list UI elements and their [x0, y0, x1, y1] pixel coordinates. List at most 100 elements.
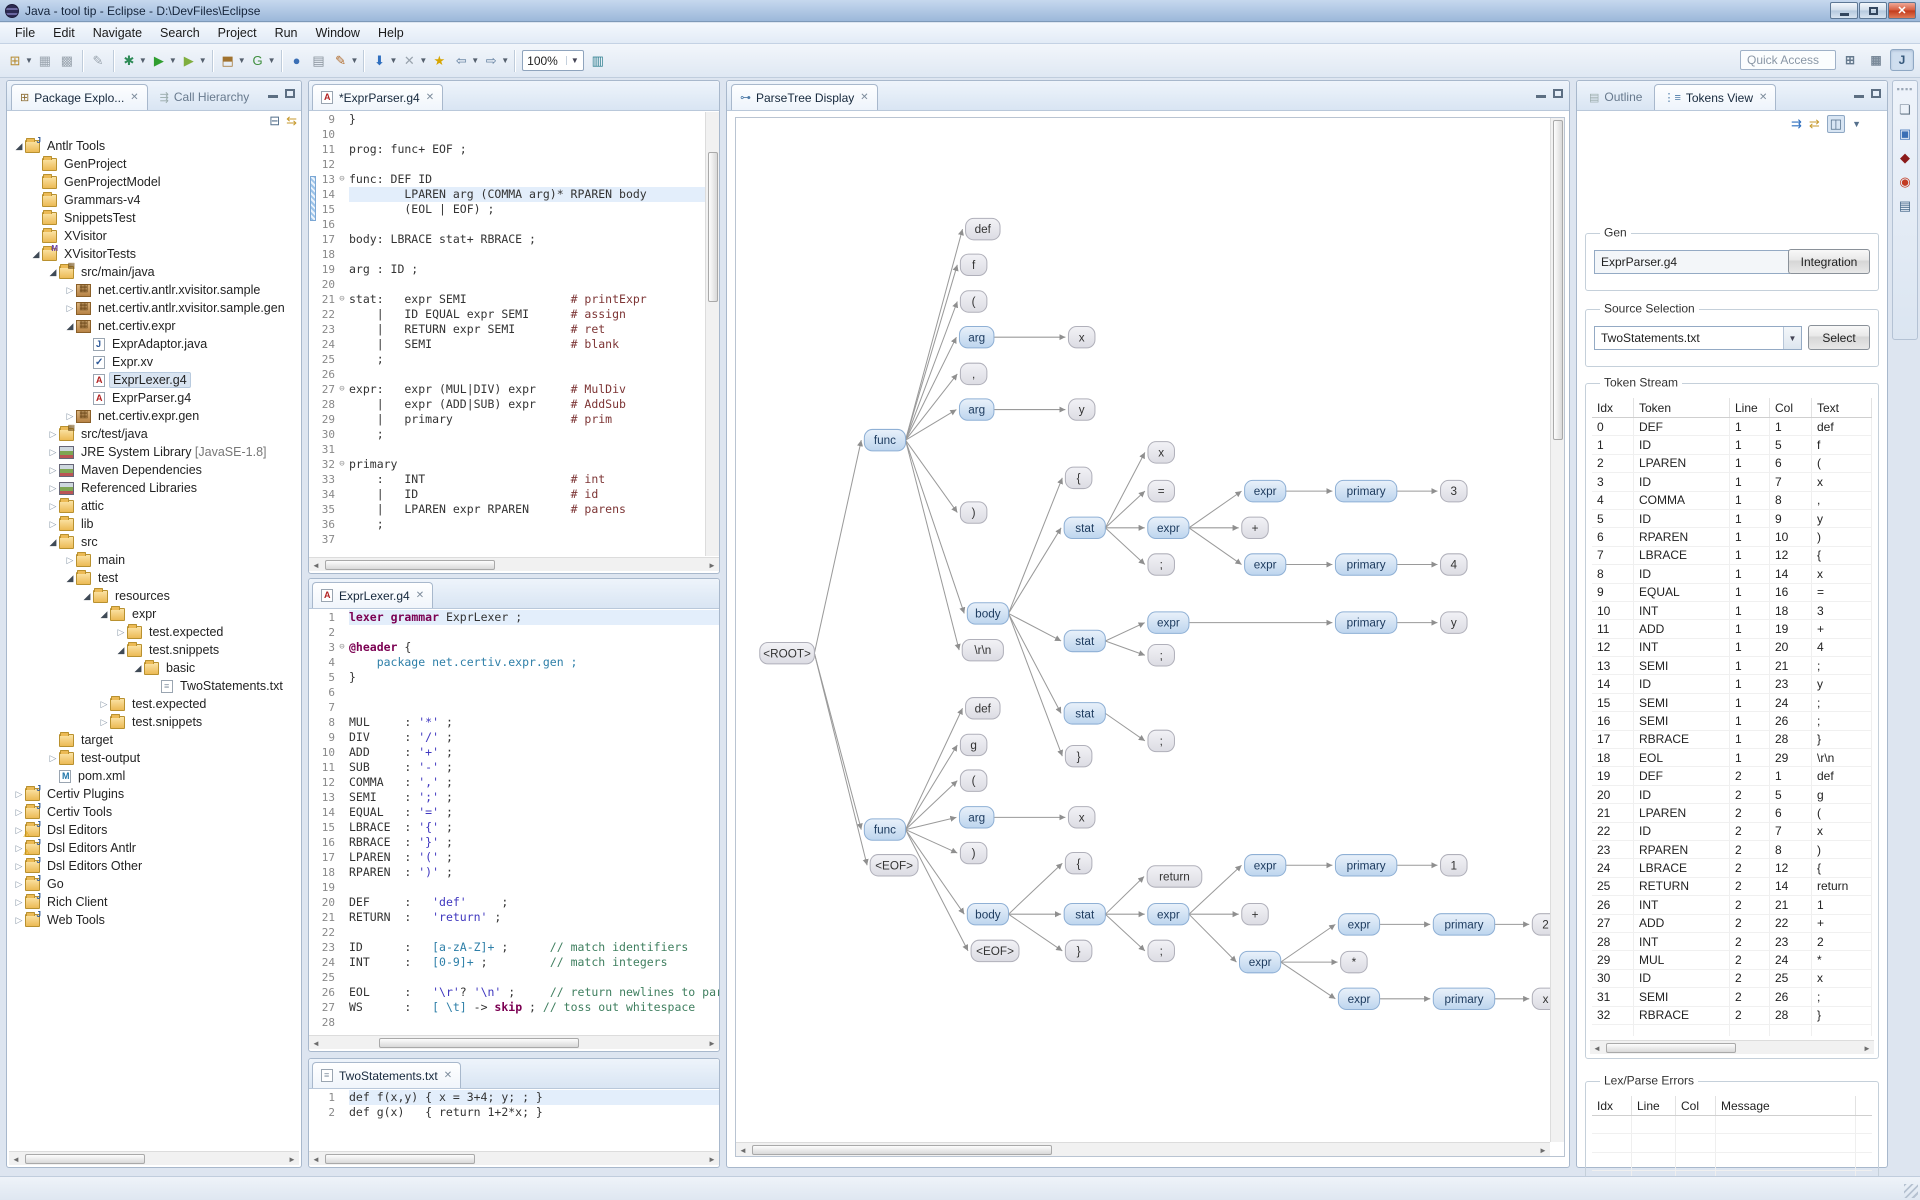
title-bar[interactable]: Java - tool tip - Eclipse - D:\DevFiles\…: [0, 0, 1920, 22]
dropdown-arrow-icon[interactable]: ▼: [501, 56, 510, 65]
editor-line[interactable]: 10: [309, 127, 719, 142]
minimize-view-icon[interactable]: [1536, 95, 1546, 98]
parse-node-y[interactable]: y: [1067, 398, 1096, 421]
tree-item[interactable]: ◢resources: [9, 587, 299, 605]
parse-node-primary[interactable]: primary: [1432, 913, 1496, 936]
refresh-icon[interactable]: ⇄: [1808, 116, 1820, 131]
collapsed-arrow-icon[interactable]: ▷: [100, 698, 108, 709]
parse-node-[interactable]: ): [959, 841, 988, 865]
parse-node-EOF[interactable]: <EOF>: [869, 854, 919, 877]
drag-handle-icon[interactable]: ▪▪▪▪: [1896, 84, 1914, 94]
gen-grammar-field[interactable]: ExprParser.g4: [1594, 250, 1790, 274]
tree-item[interactable]: SnippetsTest: [9, 209, 299, 227]
tree-item[interactable]: GenProject: [9, 155, 299, 173]
tree-item[interactable]: ExprAdaptor.java: [9, 335, 299, 353]
maximize-view-icon[interactable]: [1871, 89, 1881, 98]
parse-node-stat[interactable]: stat: [1063, 629, 1106, 653]
editor-line[interactable]: 4 package net.certiv.expr.gen ;: [309, 655, 719, 670]
minimize-button[interactable]: [1830, 2, 1858, 19]
column-header-token[interactable]: Token: [1634, 398, 1730, 417]
maximize-view-icon[interactable]: [285, 89, 295, 98]
column-header-idx[interactable]: Idx: [1592, 398, 1634, 417]
maximize-button[interactable]: [1859, 2, 1887, 19]
parse-node-expr[interactable]: expr: [1337, 987, 1381, 1011]
editor-line[interactable]: 13⊖func: DEF ID: [309, 172, 719, 187]
back-button[interactable]: ⇦: [455, 52, 467, 68]
editor-line[interactable]: 24 | SEMI # blank: [309, 337, 719, 352]
editor-line[interactable]: 25: [309, 970, 719, 985]
editor-line[interactable]: 12: [309, 157, 719, 172]
tree-item[interactable]: target: [9, 731, 299, 749]
editor-line[interactable]: 29 | primary # prim: [309, 412, 719, 427]
expanded-arrow-icon[interactable]: ◢: [32, 248, 40, 259]
parse-node-body[interactable]: body: [966, 602, 1010, 625]
java-perspective-button[interactable]: J: [1890, 49, 1914, 71]
collapsed-arrow-icon[interactable]: ▷: [66, 284, 74, 295]
editor-line[interactable]: 33 : INT # int: [309, 472, 719, 487]
run-history-button[interactable]: ▶: [183, 52, 194, 68]
tree-item[interactable]: ▷⚠Dsl Editors: [9, 820, 299, 839]
expanded-arrow-icon[interactable]: ◢: [83, 590, 91, 601]
source-file-dropdown[interactable]: TwoStatements.txt ▼: [1594, 326, 1802, 350]
collapsed-arrow-icon[interactable]: ▷: [117, 626, 125, 637]
parse-node-4[interactable]: 4: [1440, 553, 1468, 576]
close-icon[interactable]: ✕: [1759, 92, 1768, 103]
collapsed-arrow-icon[interactable]: ▷: [49, 482, 57, 493]
tasks-view-icon[interactable]: ▤: [1898, 198, 1912, 213]
editor-line[interactable]: 34 | ID # id: [309, 487, 719, 502]
parse-node-[interactable]: }: [1064, 744, 1093, 768]
parse-node-expr[interactable]: expr: [1147, 902, 1190, 926]
editor-line[interactable]: 9}: [309, 112, 719, 127]
parse-node-[interactable]: +: [1241, 516, 1269, 540]
tree-item[interactable]: ▷net.certiv.antlr.xvisitor.sample.gen: [9, 299, 299, 317]
tree-item[interactable]: ◢test: [9, 569, 299, 587]
column-header-col[interactable]: Col: [1770, 398, 1812, 417]
menu-project[interactable]: Project: [217, 26, 257, 40]
parse-node-g[interactable]: g: [959, 733, 988, 757]
console-view-icon[interactable]: ▣: [1898, 126, 1912, 141]
close-button[interactable]: ✕: [1888, 2, 1916, 19]
resource-perspective-button[interactable]: ▦: [1870, 53, 1882, 67]
parse-node-arg[interactable]: arg: [958, 398, 995, 421]
tab-parsetree-display[interactable]: ⊶ ParseTree Display✕: [731, 84, 878, 110]
column-header-idx[interactable]: Idx: [1592, 1096, 1632, 1115]
collapsed-arrow-icon[interactable]: ▷: [49, 518, 57, 529]
editor-line[interactable]: 7: [309, 700, 719, 715]
run-button[interactable]: ▶: [153, 52, 164, 68]
expanded-arrow-icon[interactable]: ◢: [49, 536, 57, 547]
dropdown-arrow-icon[interactable]: ▼: [25, 56, 33, 65]
editor-line[interactable]: 22 | ID EQUAL expr SEMI # assign: [309, 307, 719, 322]
parse-node-primary[interactable]: primary: [1334, 611, 1398, 634]
resize-grip[interactable]: [1904, 1184, 1918, 1198]
parse-node-expr[interactable]: expr: [1238, 950, 1282, 974]
collapsed-arrow-icon[interactable]: ▷: [49, 500, 57, 511]
column-header-text[interactable]: Text: [1812, 398, 1872, 417]
tree-item[interactable]: ◢test.snippets: [9, 641, 299, 659]
menu-window[interactable]: Window: [315, 26, 360, 40]
problems-view-icon[interactable]: ◉: [1899, 174, 1911, 189]
parse-node-primary[interactable]: primary: [1334, 854, 1398, 877]
menu-edit[interactable]: Edit: [53, 26, 75, 40]
parse-node-def[interactable]: def: [965, 697, 1001, 720]
export-tokens-icon[interactable]: ⇉: [1790, 116, 1802, 131]
tree-item[interactable]: ▷test.expected: [9, 695, 299, 713]
parse-node-def[interactable]: def: [965, 217, 1001, 241]
editor-line[interactable]: 30 ;: [309, 427, 719, 442]
collapsed-arrow-icon[interactable]: ▷: [15, 896, 23, 907]
editor-line[interactable]: 5}: [309, 670, 719, 685]
parse-node-x[interactable]: x: [1067, 806, 1096, 829]
tree-item[interactable]: ▷net.certiv.expr.gen: [9, 407, 299, 425]
